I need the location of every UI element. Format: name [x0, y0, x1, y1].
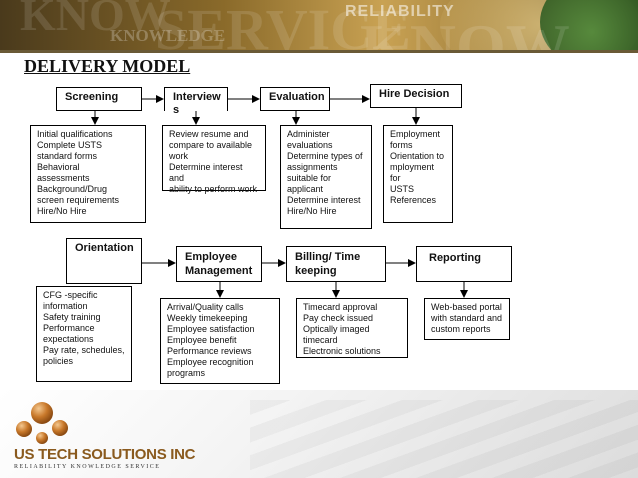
orientation-header-box: Orientation	[66, 238, 142, 284]
screening-details-box: Initial qualifications Complete USTS sta…	[30, 125, 146, 223]
interview-header-box: Interview s	[164, 87, 228, 116]
reporting-details: Web-based portal with standard and custo…	[431, 302, 503, 334]
reporting-header-box: Reporting	[416, 246, 512, 282]
billing-time-keeping-header-box: Billing/ Time keeping	[286, 246, 386, 282]
banner-watermark: KNOW	[20, 0, 171, 40]
reporting-details-box: Web-based portal with standard and custo…	[424, 298, 510, 340]
banner-divider	[0, 50, 638, 53]
screening-label: Screening	[65, 91, 119, 103]
footer-background	[0, 390, 638, 478]
billing-time-keeping-details-box: Timecard approval Pay check issued Optic…	[296, 298, 408, 358]
header-banner: KNOW SERVICE KNOW KNOWLEDGE RELIABILITY	[0, 0, 638, 50]
billing-time-keeping-label: Billing/ Time keeping	[295, 251, 361, 277]
reporting-label: Reporting	[429, 252, 481, 264]
orientation-details-box: CFG -specific information Safety trainin…	[36, 286, 132, 382]
employee-management-label: Employee Management	[185, 251, 253, 277]
employee-management-details-box: Arrival/Quality calls Weekly timekeeping…	[160, 298, 280, 384]
banner-watermark: KNOW	[360, 11, 570, 50]
interview-details-box: Review resume and compare to available w…	[162, 125, 266, 194]
evaluation-details: Administer evaluations Determine types o…	[287, 129, 363, 216]
banner-watermark: KNOWLEDGE	[110, 26, 226, 45]
employee-management-header-box: Employee Management	[176, 246, 262, 282]
banner-watermark: RELIABILITY	[345, 3, 455, 20]
evaluation-details-box: Administer evaluations Determine types o…	[280, 125, 372, 229]
orientation-label: Orientation	[75, 242, 134, 254]
screening-details: Initial qualifications Complete USTS sta…	[37, 129, 120, 216]
company-logo-tagline: RELIABILITY KNOWLEDGE SERVICE	[14, 464, 161, 470]
evaluation-header-box: Evaluation	[260, 87, 330, 111]
banner-watermark: SERVICE	[155, 0, 411, 50]
globe-image	[540, 0, 638, 50]
hire-decision-label: Hire Decision	[379, 88, 450, 100]
orientation-details: CFG -specific information Safety trainin…	[43, 290, 125, 366]
hire-decision-details-box: Employment forms Orientation to mploymen…	[383, 125, 453, 223]
employee-management-details: Arrival/Quality calls Weekly timekeeping…	[167, 302, 255, 378]
hire-decision-details: Employment forms Orientation to mploymen…	[390, 129, 445, 205]
interview-label: Interview s	[173, 91, 221, 116]
evaluation-label: Evaluation	[269, 91, 325, 103]
company-logo-name: US TECH SOLUTIONS INC	[14, 446, 196, 463]
hire-decision-header-box: Hire Decision	[370, 84, 462, 108]
screening-header-box: Screening	[56, 87, 142, 111]
page-title: DELIVERY MODEL	[24, 56, 191, 76]
billing-time-keeping-details: Timecard approval Pay check issued Optic…	[303, 302, 381, 356]
keyboard-image	[250, 400, 638, 478]
interview-details: Review resume and compare to available w…	[169, 129, 258, 194]
